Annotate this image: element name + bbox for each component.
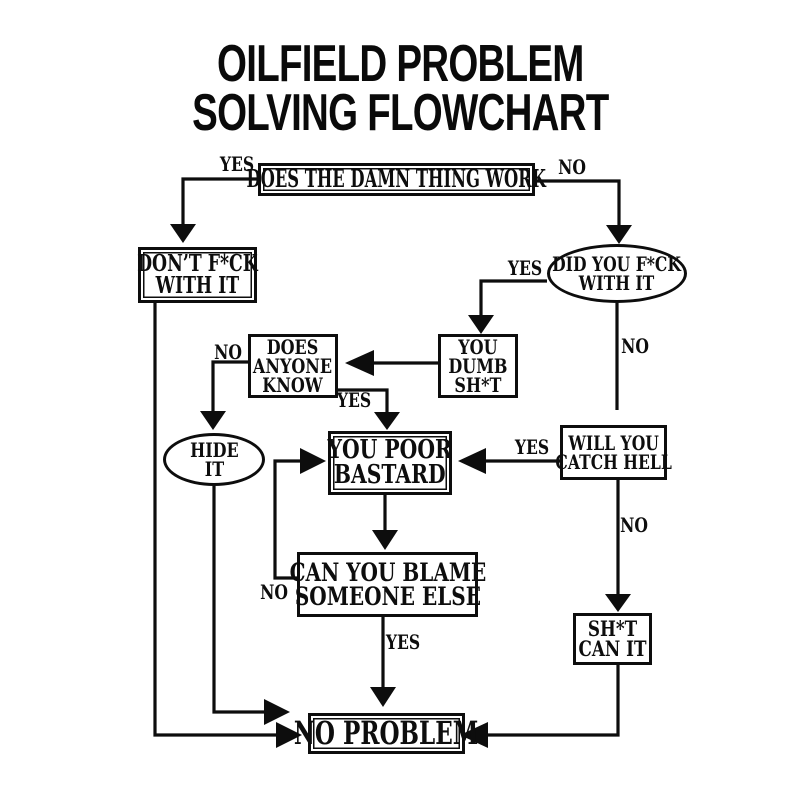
edge-label-didyou-yes: YES	[507, 256, 543, 280]
edge-anyone-yes-line	[338, 388, 400, 430]
edge-label-anyone-yes: YES	[336, 388, 372, 412]
edge-dont-noproblem-line	[153, 303, 302, 748]
edge-poor-blame-line	[372, 495, 398, 550]
edge-label-work-no: NO	[558, 155, 586, 179]
node-label: WILL YOU CATCH HELL	[555, 430, 672, 474]
edge-label-hell-yes: YES	[514, 435, 550, 459]
edge-label-didyou-no: NO	[621, 334, 649, 358]
edge-blame-yes-line	[370, 617, 396, 707]
edge-didyou-yes-line	[468, 279, 547, 334]
node-you-poor-bastard: YOU POOR BASTARD	[328, 431, 452, 495]
edge-anyone-no-line	[200, 360, 248, 430]
node-does-anyone-know: DOES ANYONE KNOW	[248, 334, 338, 398]
edge-dumb-anyone-line	[345, 350, 438, 376]
edge-work-yes-line	[170, 177, 258, 243]
page-title: OILFIELD PROBLEM SOLVING FLOWCHART	[191, 35, 609, 142]
node-label: YOU POOR BASTARD	[327, 435, 453, 490]
node-did-you-fck-with-it: DID YOU F*CK WITH IT	[547, 244, 687, 303]
edge-can-noproblem-line	[460, 665, 620, 748]
node-will-you-catch-hell: WILL YOU CATCH HELL	[555, 425, 672, 480]
node-dont-fck-with-it: DON’T F*CK WITH IT	[137, 247, 258, 303]
edge-hide-noproblem-line	[212, 486, 290, 725]
node-label: CAN YOU BLAME SOMEONE ELSE	[289, 557, 486, 611]
edge-work-no-line	[535, 179, 632, 244]
node-does-the-damn-thing-work: DOES THE DAMN THING WORK	[247, 163, 546, 196]
edge-label-hell-no: NO	[620, 513, 648, 537]
edge-blame-no-loop-line	[273, 448, 326, 580]
edge-label-blame-yes: YES	[385, 630, 421, 654]
node-sht-can-it: SH*T CAN IT	[573, 613, 652, 665]
node-label: NO PROBLEM	[294, 714, 479, 753]
node-you-dumb-sht: YOU DUMB SH*T	[438, 334, 518, 398]
node-label: DOES ANYONE KNOW	[253, 334, 333, 397]
node-hide-it: HIDE IT	[163, 433, 265, 486]
edge-label-anyone-no: NO	[214, 340, 242, 364]
node-label: DON’T F*CK WITH IT	[137, 250, 258, 299]
edge-hell-no-line	[605, 480, 631, 612]
node-label: DID YOU F*CK WITH IT	[552, 251, 682, 295]
node-label: YOU DUMB SH*T	[448, 334, 508, 397]
node-can-you-blame-someone-else: CAN YOU BLAME SOMEONE ELSE	[289, 552, 486, 617]
node-label: HIDE IT	[189, 437, 239, 481]
node-label: DOES THE DAMN THING WORK	[246, 164, 547, 194]
edge-hell-yes-line	[458, 448, 560, 474]
node-no-problem: NO PROBLEM	[294, 713, 479, 754]
edge-label-blame-no: NO	[260, 580, 288, 604]
edge-label-work-yes: YES	[219, 152, 255, 176]
node-label: SH*T CAN IT	[578, 616, 647, 661]
